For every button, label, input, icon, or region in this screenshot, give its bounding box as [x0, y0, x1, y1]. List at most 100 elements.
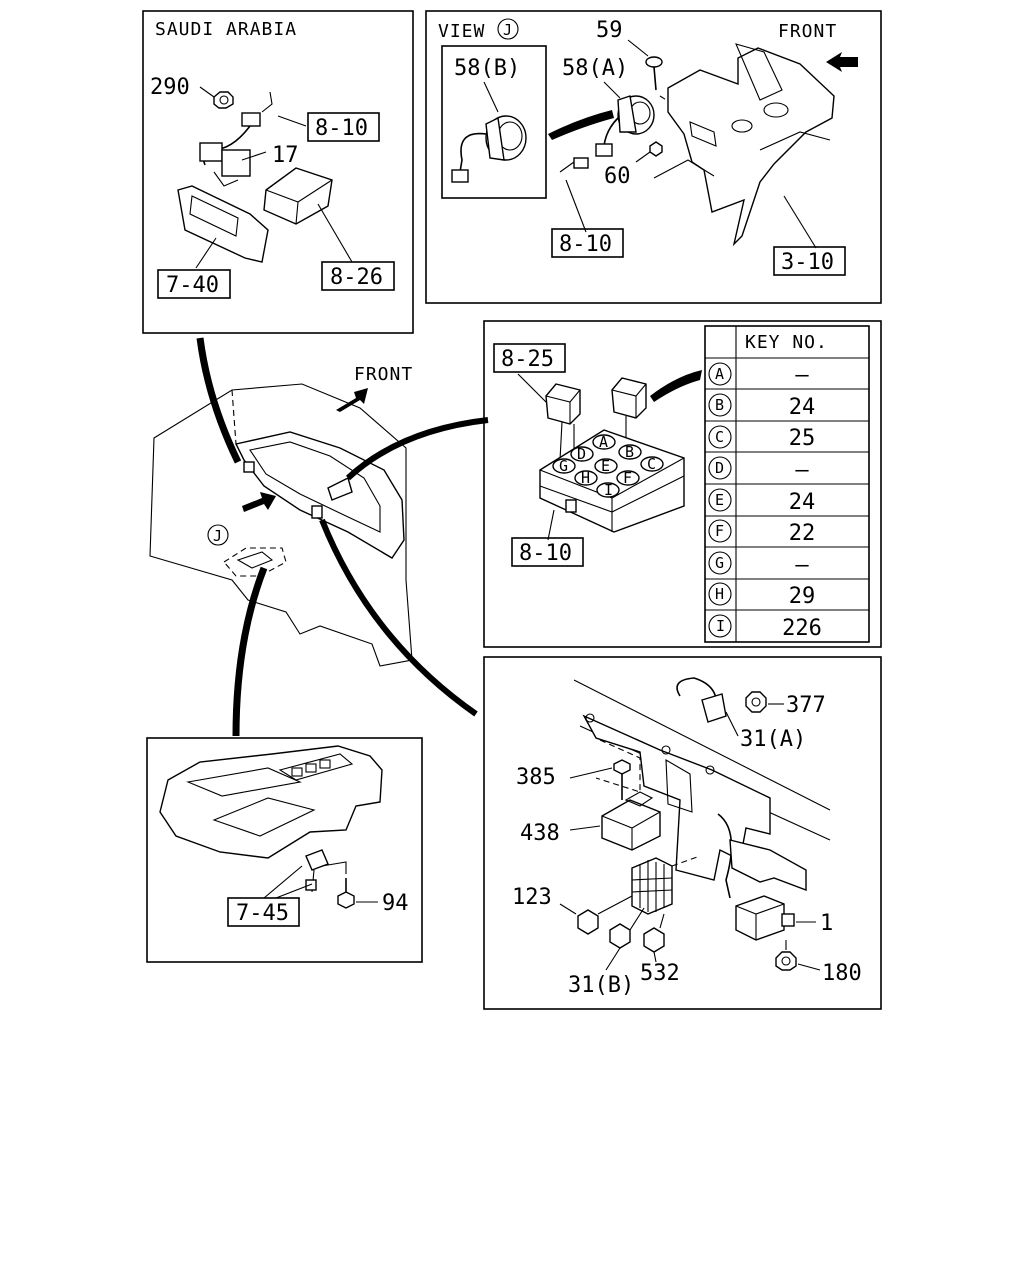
svg-text:–: –: [795, 363, 809, 388]
svg-text:29: 29: [789, 584, 816, 609]
svg-text:G: G: [559, 457, 568, 475]
table-row: A –: [708, 362, 809, 388]
ref-58b: 58(B): [454, 56, 520, 81]
ref-box-8-26: [321, 261, 395, 291]
panel-bracket: 377 31(A) 385 438: [483, 656, 882, 1010]
relay-1-drawing: [735, 895, 816, 941]
panel-relay-block: 8-25 A B C: [483, 320, 882, 648]
ref-box-8-10-view: [551, 228, 624, 258]
svg-text:G: G: [715, 554, 724, 572]
horn-58b-drawing: [451, 81, 527, 183]
module-8-26-drawing: [263, 167, 353, 263]
screw-59-drawing: [627, 39, 663, 91]
relay-grid-sockets: A B C D E F G H I: [552, 433, 664, 499]
svg-text:D: D: [715, 459, 724, 477]
svg-text:A: A: [715, 365, 724, 383]
connector-8-10-drawing: [559, 157, 589, 233]
key-table-header: KEY NO.: [745, 332, 828, 353]
svg-text:F: F: [715, 522, 724, 540]
view-marker-main: J: [213, 527, 222, 545]
dash-lower-drawing: [159, 745, 383, 893]
nut-180-drawing: [775, 940, 821, 971]
svg-text:H: H: [715, 585, 724, 603]
nut-377-hole: [751, 697, 761, 707]
frame-3-10-drawing: [653, 43, 835, 249]
callout-31a: 31(A): [740, 727, 806, 752]
bracket-drawing: [573, 677, 831, 899]
callout-438: 438: [520, 821, 560, 846]
table-row: I 226: [708, 614, 822, 641]
relay-123-drawing: [577, 909, 599, 935]
svg-text:E: E: [601, 457, 610, 475]
front-label: FRONT: [778, 21, 837, 42]
table-row: H 29: [708, 582, 816, 609]
callout-123: 123: [512, 885, 552, 910]
front-arrow-main-icon: [336, 388, 368, 412]
horn-58a-drawing: [595, 81, 683, 157]
svg-text:B: B: [715, 396, 724, 414]
relay-532-drawing: [643, 927, 665, 953]
svg-text:–: –: [795, 553, 809, 578]
ref-8-10-view: 8-10: [559, 232, 612, 257]
callout-385: 385: [516, 765, 556, 790]
table-row: D –: [708, 456, 809, 483]
ref-7-40: 7-40: [166, 273, 219, 298]
bracket-7-40-drawing: [177, 185, 269, 269]
ref-8-10-relay: 8-10: [519, 541, 572, 566]
table-row: B 24: [708, 393, 816, 420]
bolt-385-drawing: [569, 759, 631, 800]
nut-60-drawing: [635, 141, 663, 163]
front-label-main: FRONT: [354, 364, 413, 385]
view-marker-circle: [497, 18, 519, 40]
svg-text:22: 22: [789, 521, 816, 546]
key-table: KEY NO. A – B 24 C 25: [704, 325, 870, 643]
ref-box-3-10: [773, 246, 846, 276]
svg-text:226: 226: [782, 616, 822, 641]
svg-text:25: 25: [789, 426, 816, 451]
callout-59: 59: [596, 18, 623, 43]
front-arrow-icon: [826, 52, 858, 72]
view-arrow-icon: [242, 492, 276, 512]
relay-box-drawing: [631, 855, 701, 915]
table-row: F 22: [708, 519, 816, 546]
view-label: VIEW: [438, 21, 485, 42]
callout-1: 1: [820, 911, 833, 936]
callout-532: 532: [640, 961, 680, 986]
ref-box-8-10: [307, 112, 380, 142]
nut-290-drawing: [199, 86, 234, 109]
view-marker: J: [503, 21, 512, 39]
relay-31b-drawing: [609, 923, 631, 949]
panel-dash-lower: 7-45 94: [146, 737, 423, 963]
ref-8-25: 8-25: [501, 347, 554, 372]
ref-8-26: 8-26: [330, 265, 383, 290]
module-438-drawing: [569, 791, 661, 851]
panel-saudi-arabia: SAUDI ARABIA 290 8-10 17: [142, 10, 414, 334]
svg-text:24: 24: [789, 490, 816, 515]
panel-title: SAUDI ARABIA: [155, 19, 297, 40]
table-row: E 24: [708, 488, 816, 515]
inset-58b: [441, 45, 547, 199]
callout-31b: 31(B): [568, 973, 634, 998]
svg-text:I: I: [716, 617, 725, 635]
table-row: C 25: [708, 425, 816, 451]
svg-text:C: C: [715, 428, 724, 446]
svg-text:H: H: [581, 469, 590, 487]
table-row: G –: [708, 551, 809, 578]
ref-3-10: 3-10: [781, 250, 834, 275]
svg-text:A: A: [599, 433, 608, 451]
callout-94: 94: [382, 891, 409, 916]
callout-17: 17: [272, 143, 299, 168]
view-marker-main-circle: [207, 524, 229, 546]
ref-box-7-40: [157, 269, 231, 299]
callout-377: 377: [786, 693, 826, 718]
bolt-94-drawing: [337, 878, 378, 909]
callout-290: 290: [150, 75, 190, 100]
svg-text:24: 24: [789, 395, 816, 420]
leader-arrow-icon: [548, 110, 614, 140]
nut-377-drawing: [745, 691, 767, 713]
ref-box-8-25: [493, 343, 566, 373]
panel-view-j: VIEW J FRONT 58(B) 58(A) 59: [425, 10, 882, 304]
callout-180: 180: [822, 961, 862, 986]
ref-box-8-10-relay: [511, 537, 584, 567]
